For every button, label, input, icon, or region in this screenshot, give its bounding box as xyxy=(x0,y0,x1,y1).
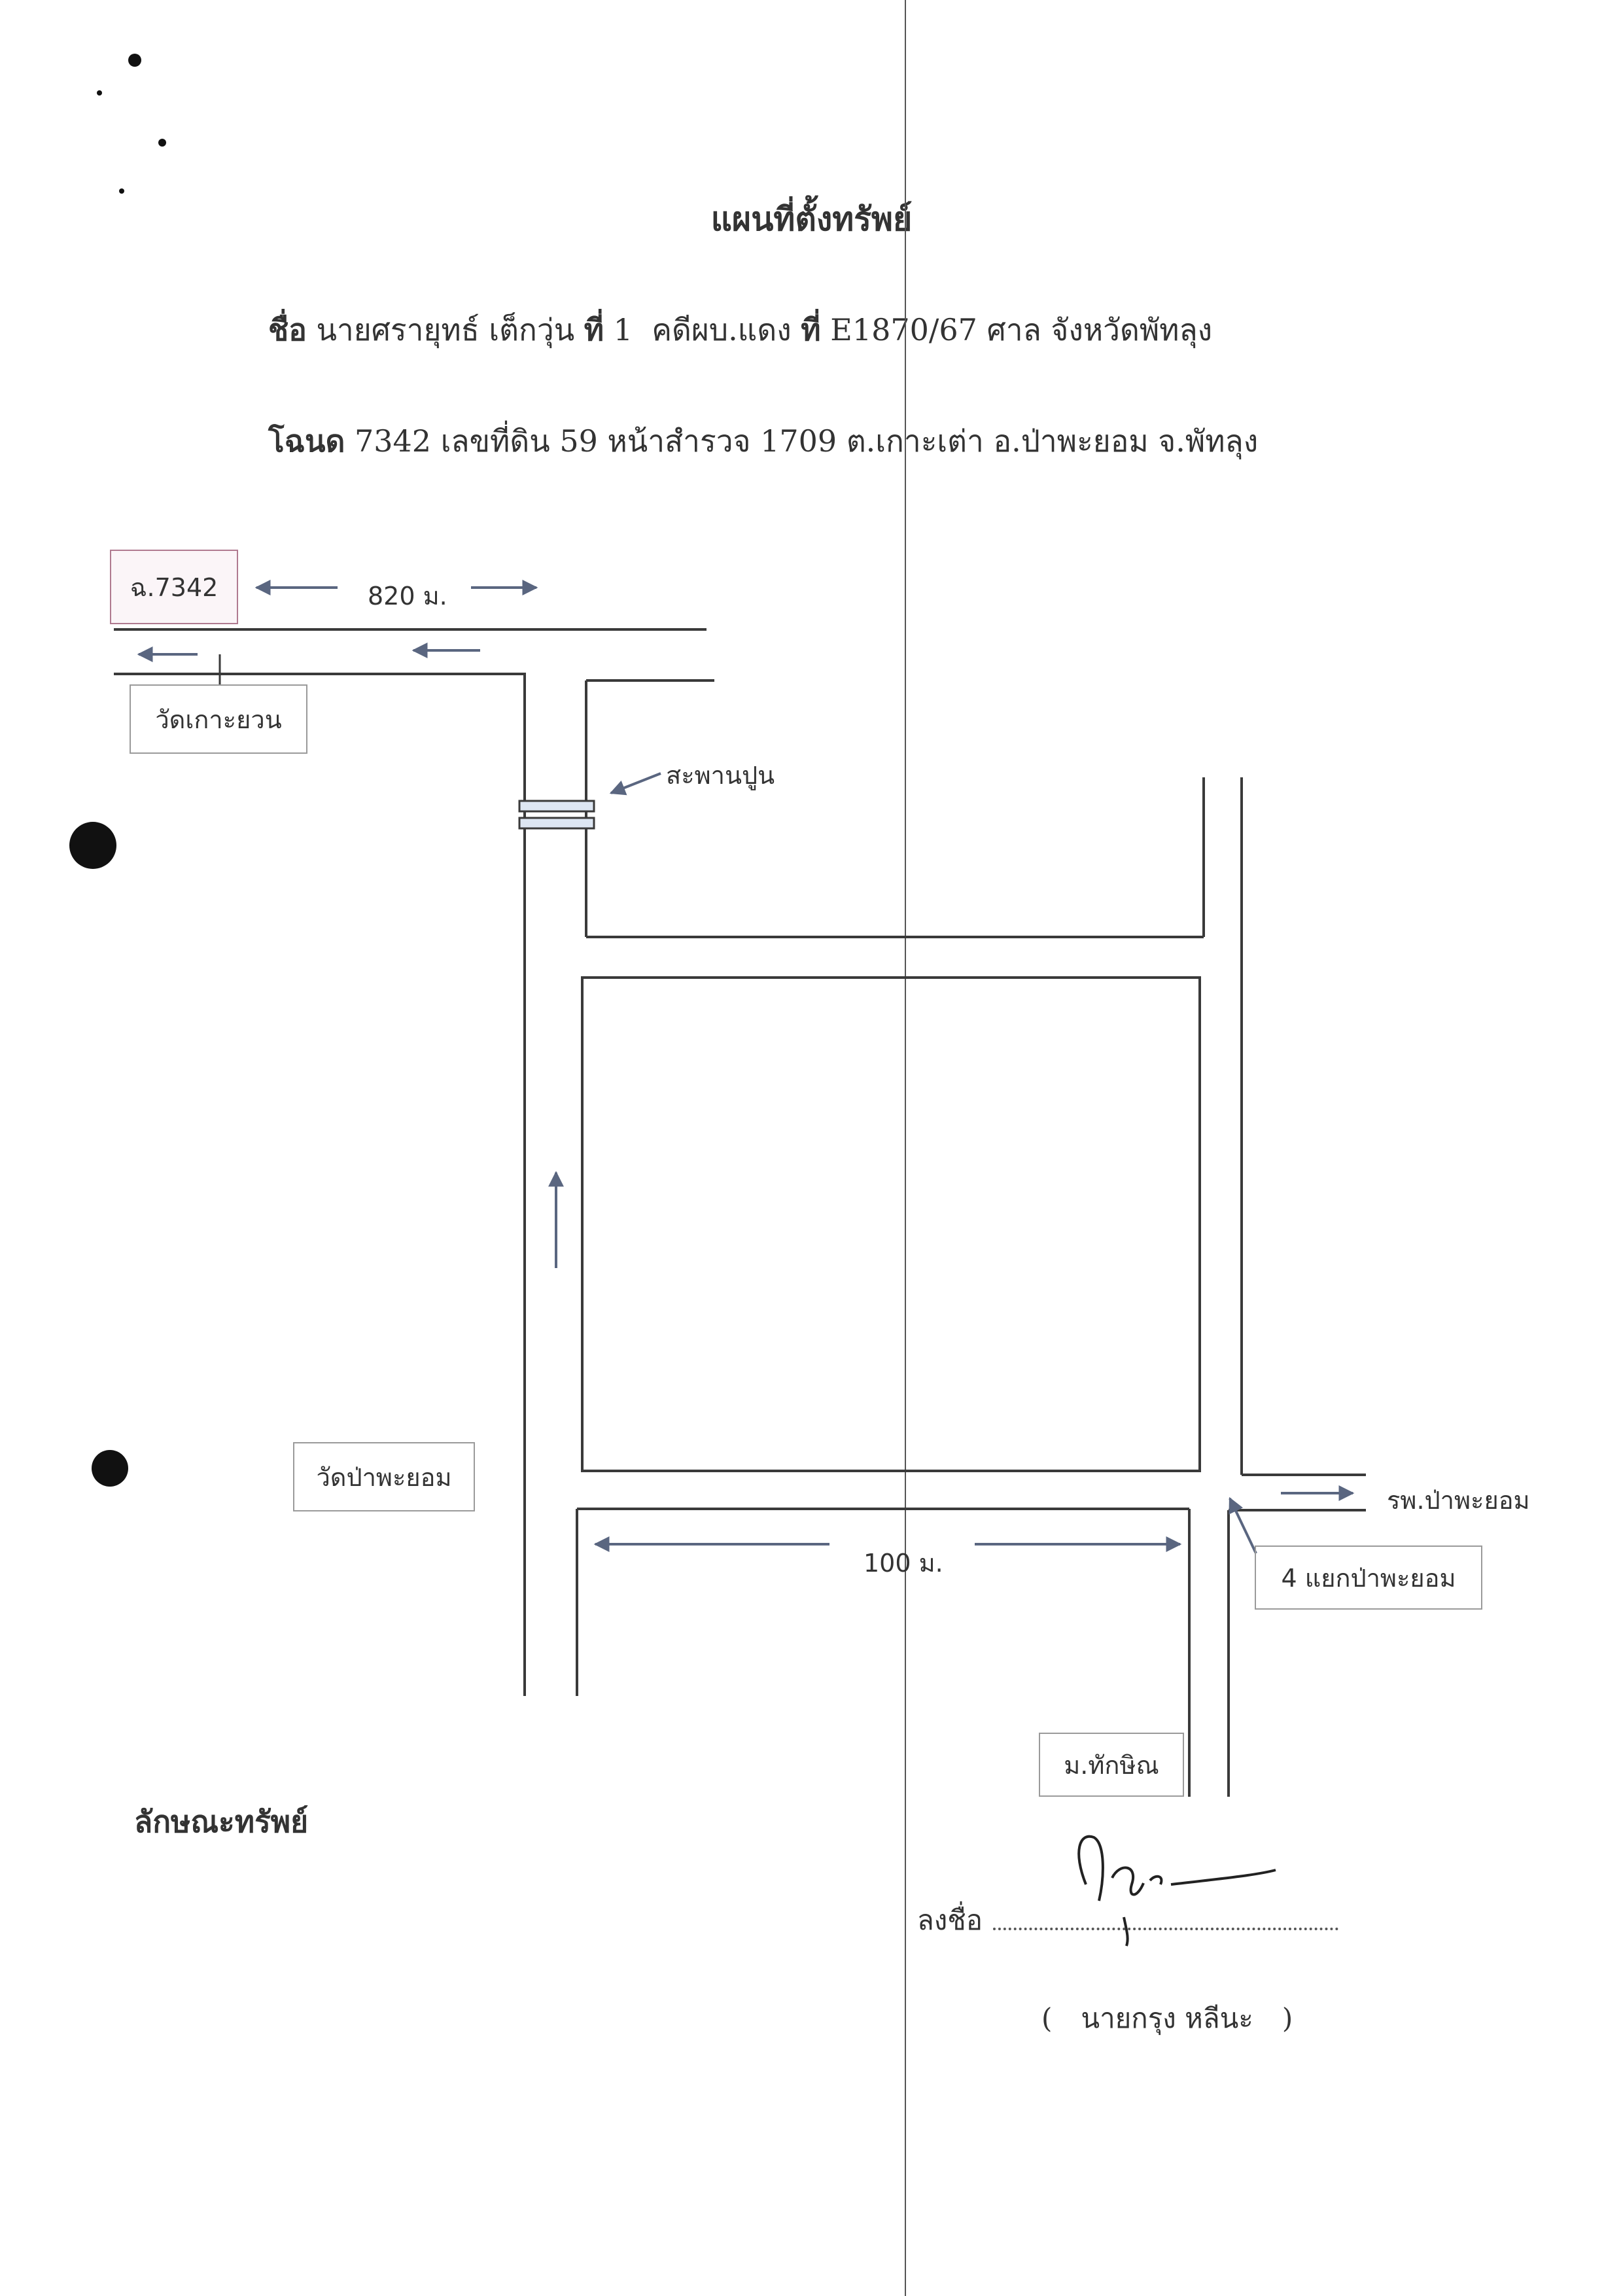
survey-label: หน้าสำรวจ xyxy=(607,423,751,459)
case-label: คดีผบ.แดง xyxy=(652,312,792,347)
deed-number: 7342 xyxy=(354,423,432,459)
property-plot xyxy=(581,976,1201,1472)
temple-koh-yuan-box: วัดเกาะยวน xyxy=(130,684,307,754)
signature-line xyxy=(993,1898,1338,1930)
temple-pa-payom-box: วัดป่าพะยอม xyxy=(293,1442,475,1511)
roads xyxy=(114,628,1366,1797)
signature-scribble xyxy=(1077,1835,1276,1947)
distance-bottom-label: 100 ม. xyxy=(864,1549,943,1578)
case-number-label: ที่ xyxy=(801,312,821,347)
case-number: E1870/67 xyxy=(830,312,977,347)
owner-name: นายศรายุทธ์ เต็กวุ่น xyxy=(316,312,575,347)
survey-number: 1709 xyxy=(760,423,837,459)
property-heading: ลักษณะทรัพย์ xyxy=(134,1804,309,1839)
order-label: ที่ xyxy=(584,312,604,347)
university-box: ม.ทักษิณ xyxy=(1039,1733,1184,1797)
deed-label: โฉนด xyxy=(268,423,345,459)
open-paren: ( xyxy=(1041,2002,1053,2034)
hospital-label: รพ.ป่าพะยอม xyxy=(1387,1486,1530,1515)
name-label: ชื่อ xyxy=(268,312,307,347)
signature-label: ลงชื่อ xyxy=(917,1904,983,1936)
land-number-label: เลขที่ดิน xyxy=(440,423,550,459)
owner-line: ชื่อ นายศรายุทธ์ เต็กวุ่น ที่ 1 คดีผบ.แด… xyxy=(268,306,1212,354)
deed-line: โฉนด 7342 เลขที่ดิน 59 หน้าสำรวจ 1709 ต.… xyxy=(268,417,1258,465)
arrow-to-intersection xyxy=(1229,1496,1257,1554)
signer-name: นายกรุง หลีนะ xyxy=(1081,2002,1253,2034)
arrow-to-bridge xyxy=(609,772,661,796)
document-title: แผนที่ตั้งทรัพย์ xyxy=(710,200,913,238)
scan-specks xyxy=(69,54,166,1487)
court-name: ศาล จังหวัดพัทลุง xyxy=(986,312,1213,347)
close-paren: ) xyxy=(1282,2002,1293,2034)
land-number: 59 xyxy=(559,423,598,459)
distance-top-label: 820 ม. xyxy=(368,582,447,610)
order-number: 1 xyxy=(613,312,633,347)
bridge-label: สะพานปูน xyxy=(666,761,775,790)
bridge-symbol xyxy=(518,800,595,830)
intersection-box: 4 แยกป่าพะยอม xyxy=(1255,1545,1482,1610)
signer-name-line: ( นายกรุง หลีนะ) xyxy=(1027,1997,1307,2040)
location-text: ต.เกาะเต่า อ.ป่าพะยอม จ.พัทลุง xyxy=(846,423,1259,459)
deed-label-box: ฉ.7342 xyxy=(110,550,238,624)
